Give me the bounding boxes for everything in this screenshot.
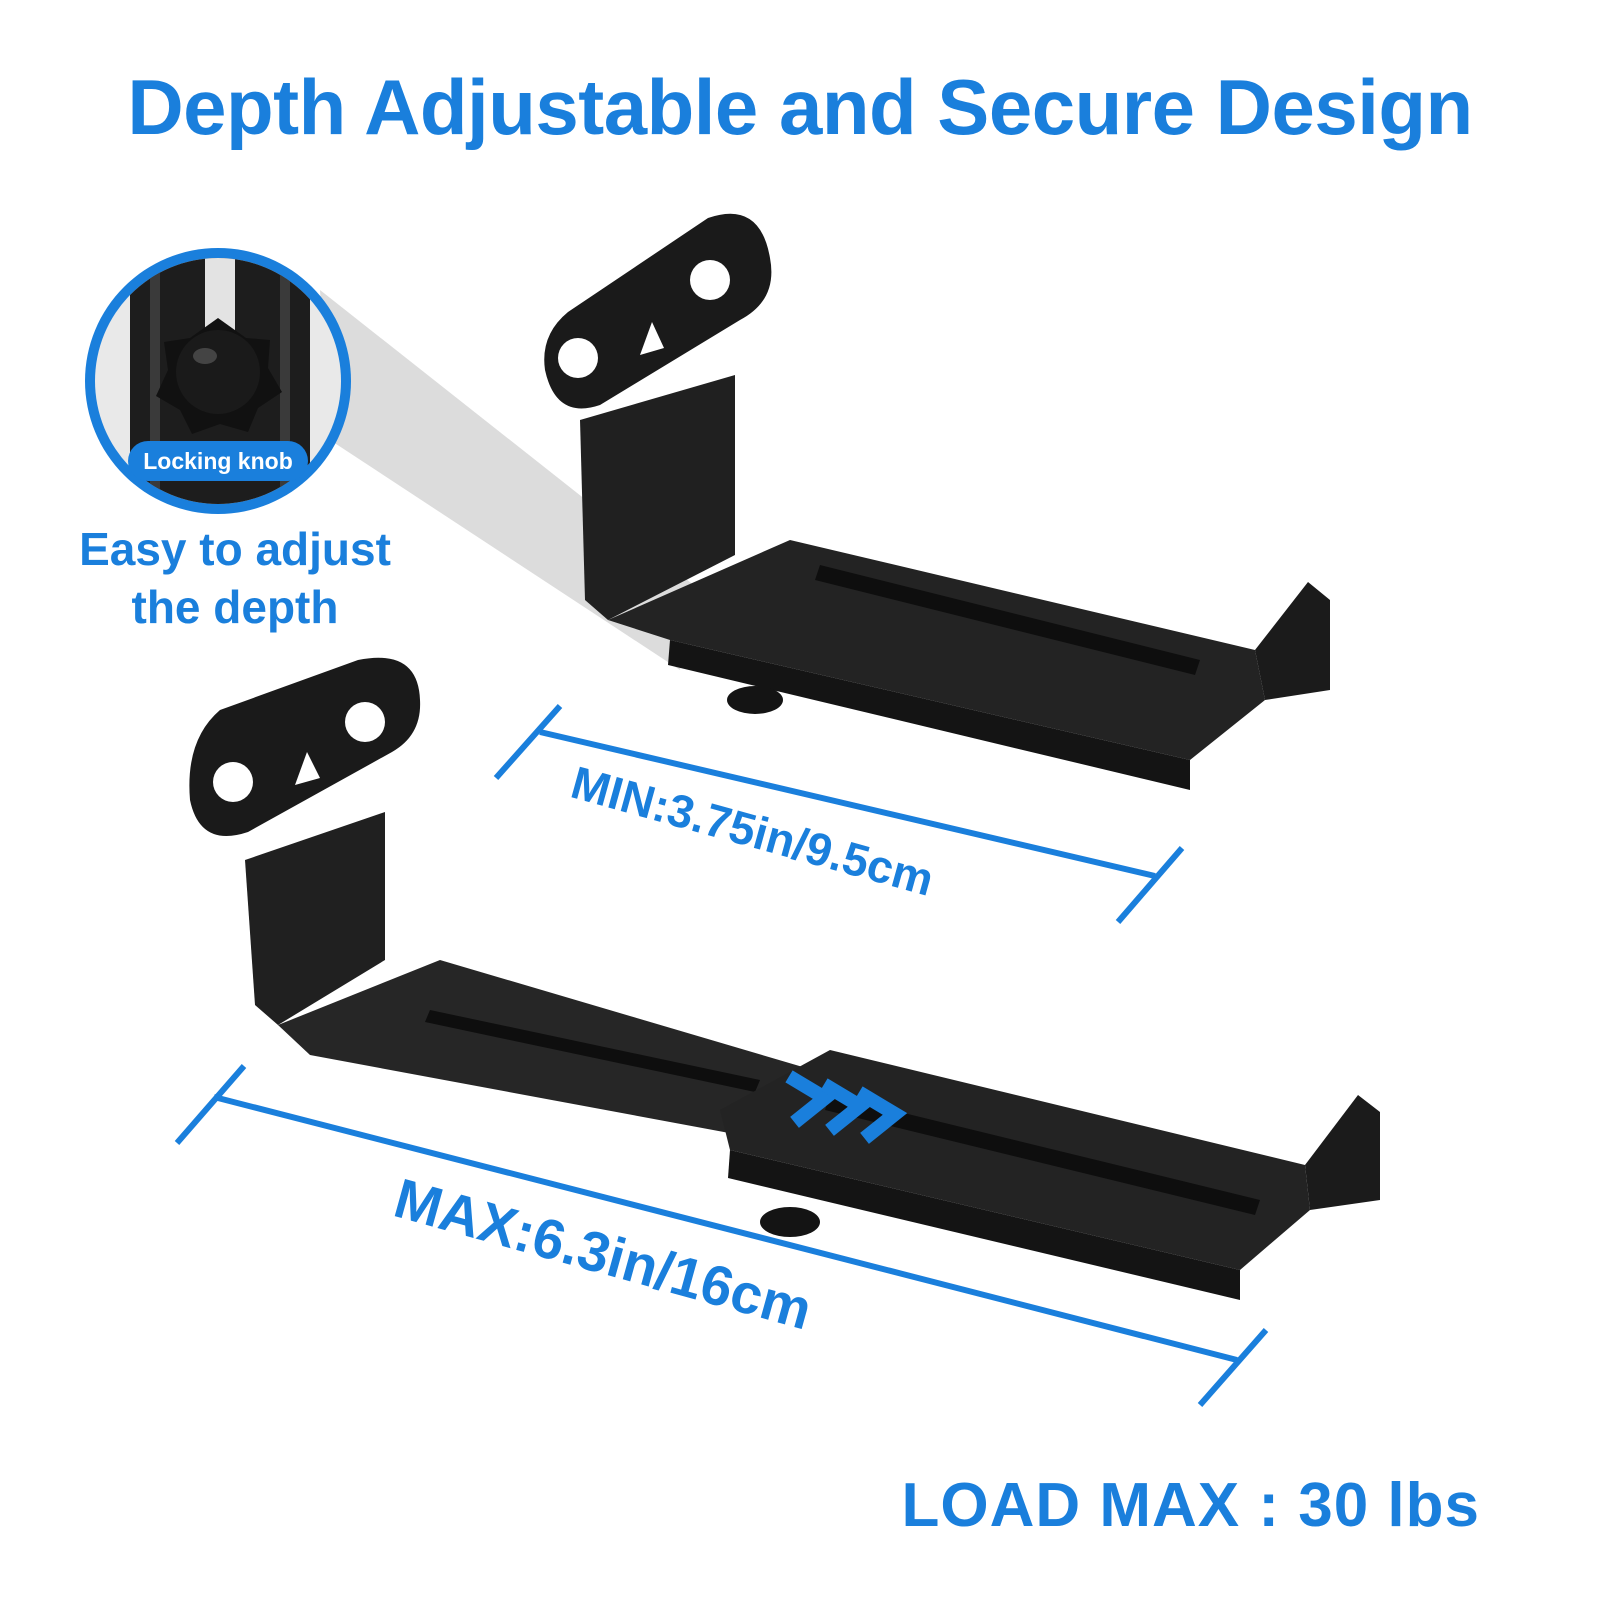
bracket-max-lip [1305,1095,1380,1210]
bracket-min-lip [1255,582,1330,700]
locking-knob-icon [156,318,282,434]
detail-caption-line-2: the depth [131,581,339,633]
load-capacity: LOAD MAX : 30 lbs [901,1471,1480,1540]
detail-caption: Easy to adjust the depth [40,520,430,636]
min-dimension-line [493,704,1185,924]
locking-knob-badge: Locking knob [128,441,308,481]
slide-arrows-icon [785,1070,908,1144]
max-dimension-line [174,1064,1269,1407]
bracket-max-upright [245,812,385,1025]
bracket-min [544,213,1330,790]
bracket-max [189,657,1380,1300]
detail-caption-line-1: Easy to adjust [79,523,391,575]
bracket-min-base [608,540,1265,760]
page-title: Depth Adjustable and Secure Design [127,63,1473,151]
bracket-min-upright [580,375,735,620]
